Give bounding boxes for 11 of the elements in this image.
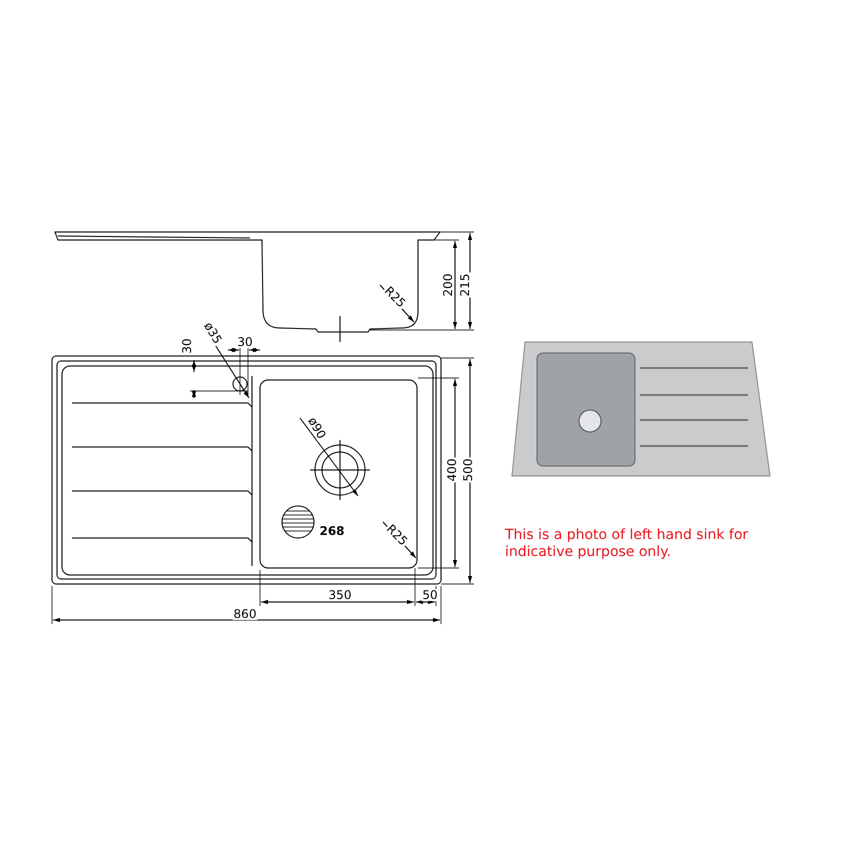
dimension-label: 500 <box>462 458 474 482</box>
dimension-label: 350 <box>328 589 352 601</box>
dimension-label: 860 <box>232 608 258 620</box>
note-text: This is a photo of left hand sink for indicative purpose only. <box>505 527 750 561</box>
dimension-label: 30 <box>236 336 254 348</box>
dimension-label: 215 <box>459 272 471 298</box>
dimension-label: 30 <box>181 337 193 355</box>
dimension-label: 268 <box>318 525 346 537</box>
dimension-label: 200 <box>442 272 454 298</box>
dimension-label: 400 <box>446 458 458 482</box>
dimension-label: 50 <box>421 589 439 601</box>
